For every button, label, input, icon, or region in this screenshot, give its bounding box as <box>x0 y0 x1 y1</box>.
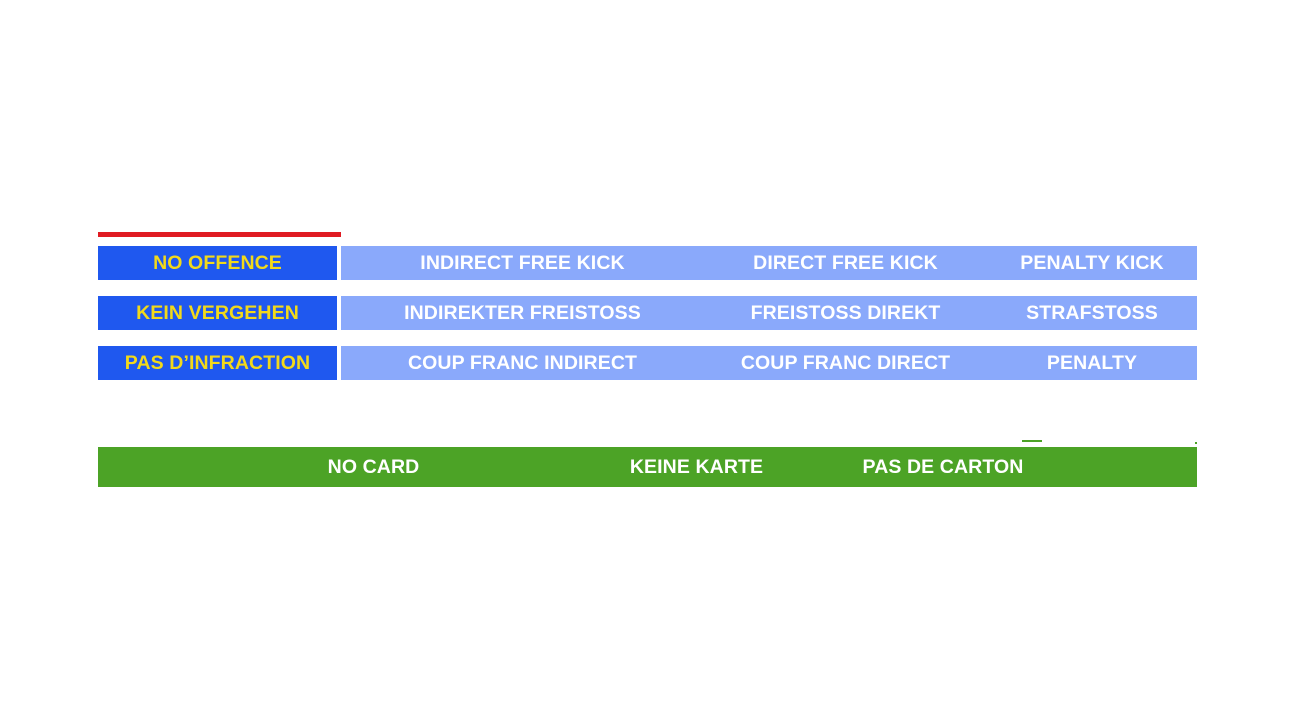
card-label-en[interactable]: NO CARD <box>327 455 420 478</box>
sanction-penalty-kick-fr[interactable]: PENALTY <box>1046 351 1138 374</box>
offence-sanction-table: NO OFFENCE INDIRECT FREE KICK DIRECT FRE… <box>98 246 1197 380</box>
card-bar: NO CARD KEINE KARTE PAS DE CARTON <box>98 447 1197 487</box>
no-offence-label-fr[interactable]: PAS D’INFRACTION <box>98 346 337 380</box>
sanction-indirect-free-kick-fr[interactable]: COUP FRANC INDIRECT <box>407 351 638 374</box>
sanction-strip-fr: COUP FRANC INDIRECT COUP FRANC DIRECT PE… <box>341 346 1197 380</box>
green-tick-mark <box>1022 440 1042 442</box>
sanction-strip-de: INDIREKTER FREISTOSS FREISTOSS DIREKT ST… <box>341 296 1197 330</box>
card-label-de[interactable]: KEINE KARTE <box>629 455 764 478</box>
table-row: PAS D’INFRACTION COUP FRANC INDIRECT COU… <box>98 346 1197 380</box>
sanction-direct-free-kick-fr[interactable]: COUP FRANC DIRECT <box>740 351 951 374</box>
sanction-direct-free-kick-de[interactable]: FREISTOSS DIREKT <box>750 301 941 324</box>
sanction-indirect-free-kick-de[interactable]: INDIREKTER FREISTOSS <box>404 301 641 324</box>
table-row: KEIN VERGEHEN INDIREKTER FREISTOSS FREIS… <box>98 296 1197 330</box>
sanction-penalty-kick-en[interactable]: PENALTY KICK <box>1020 251 1164 274</box>
sanction-strip-en: INDIRECT FREE KICK DIRECT FREE KICK PENA… <box>341 246 1197 280</box>
no-offence-label-en[interactable]: NO OFFENCE <box>98 246 337 280</box>
sanction-indirect-free-kick-en[interactable]: INDIRECT FREE KICK <box>420 251 625 274</box>
sanction-penalty-kick-de[interactable]: STRAFSTOSS <box>1026 301 1158 324</box>
card-label-fr[interactable]: PAS DE CARTON <box>862 455 1024 478</box>
table-row: NO OFFENCE INDIRECT FREE KICK DIRECT FRE… <box>98 246 1197 280</box>
red-accent-rule <box>98 232 341 237</box>
sanction-direct-free-kick-en[interactable]: DIRECT FREE KICK <box>753 251 938 274</box>
no-offence-label-de[interactable]: KEIN VERGEHEN <box>98 296 337 330</box>
green-dot-mark <box>1195 442 1197 444</box>
